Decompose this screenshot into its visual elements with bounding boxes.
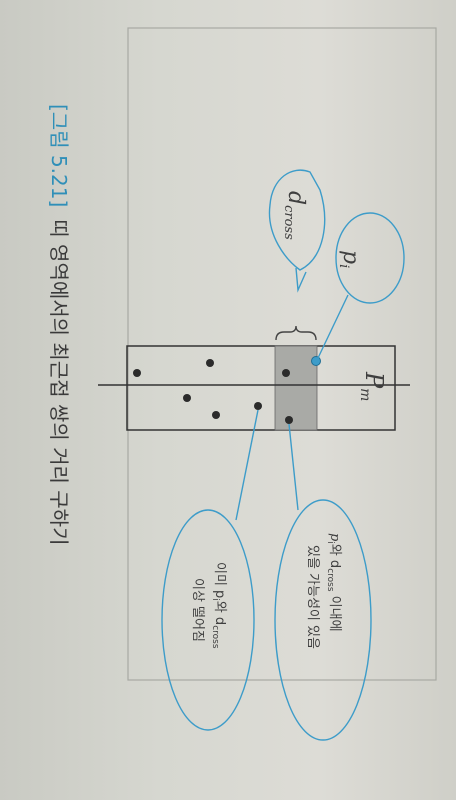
point [282, 369, 290, 377]
point [285, 416, 293, 424]
farther-text-line1: 이미 pi와 dcross [210, 562, 227, 649]
possible-text-line2: 있을 가능성이 있음 [305, 545, 320, 649]
pm-label: Pm [357, 371, 388, 401]
dcross-pointer [295, 267, 307, 293]
farther-bubble [161, 509, 255, 731]
pi-label: pi [336, 250, 363, 268]
point [183, 394, 191, 402]
pi-pointer [317, 294, 349, 359]
dcross-bubble [268, 169, 326, 271]
point [206, 359, 214, 367]
possible-pointer [288, 423, 299, 511]
possible-bubble [274, 499, 372, 741]
point [133, 369, 141, 377]
point-pi [311, 356, 321, 366]
dcross-band [274, 345, 318, 431]
dcross-label: dcross [281, 191, 308, 240]
point [254, 402, 262, 410]
figure-caption: [그림 5.21]띠 영역에서의 최근접 쌍의 거리 구하기 [47, 104, 71, 545]
pi-bubble [335, 212, 405, 304]
point [212, 411, 220, 419]
strip-region [126, 345, 396, 431]
dcross-brace [275, 325, 317, 341]
possible-text-line1: pi와 dcross 이내에 [325, 533, 342, 632]
farther-text-line2: 이상 떨어짐 [190, 578, 205, 642]
farther-pointer [235, 409, 259, 521]
